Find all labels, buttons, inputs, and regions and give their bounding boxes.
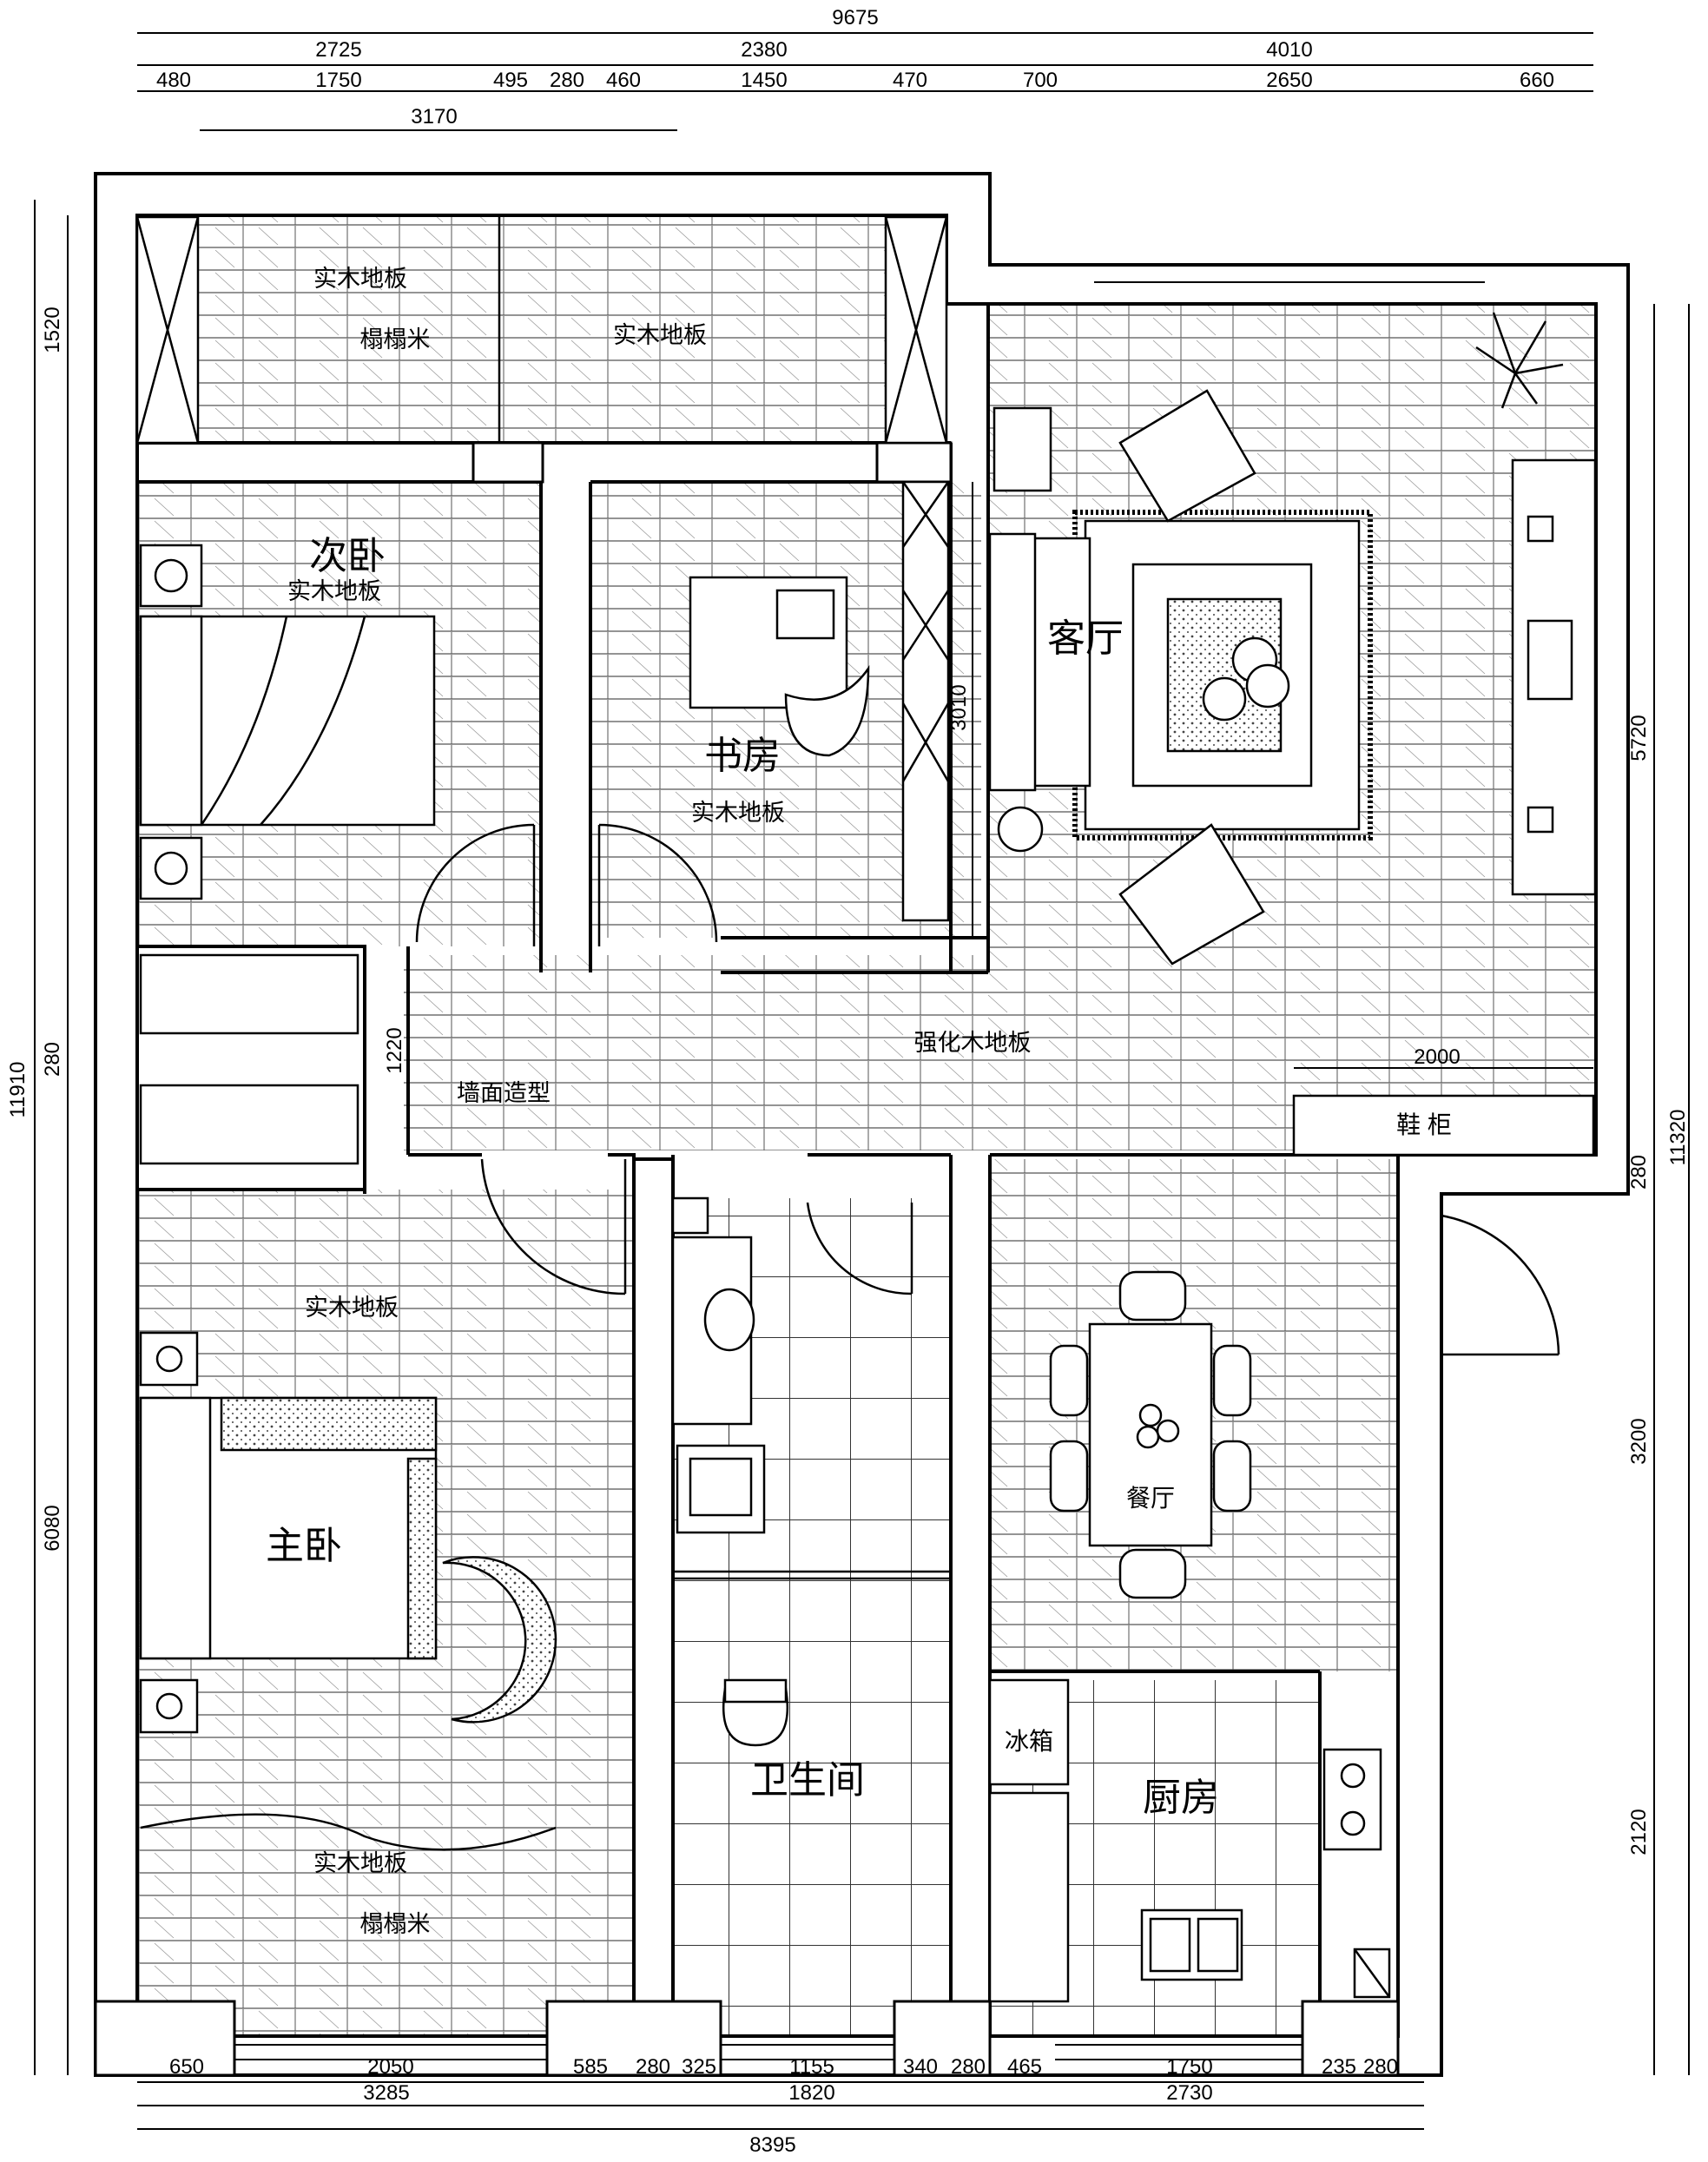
- windows: [234, 264, 1485, 2060]
- floor-label-solid-wood: 实木地板: [691, 800, 785, 826]
- dim-left: 1520: [41, 307, 64, 353]
- floor-label-solid-wood: 实木地板: [613, 322, 707, 348]
- dim-bottom-row1: 280: [1363, 2055, 1398, 2079]
- dim-top-row2: 460: [606, 69, 641, 92]
- doors: [415, 823, 1560, 1356]
- dim-top-row1: 2380: [741, 38, 787, 62]
- label-fridge: 冰箱: [1005, 1728, 1053, 1755]
- dim-bottom-row2: 3285: [363, 2081, 409, 2105]
- label-feature-wall: 墙面造型: [457, 1080, 551, 1106]
- dim-top-row2: 700: [1023, 69, 1058, 92]
- dim-right: 5720: [1627, 715, 1651, 761]
- dim-left: 6080: [41, 1505, 64, 1551]
- dim-top-total: 9675: [832, 6, 878, 30]
- dim-top-row2: 660: [1520, 69, 1554, 92]
- dim-bottom-row1: 235: [1322, 2055, 1356, 2079]
- label-shoe-cabinet: 鞋 柜: [1396, 1111, 1452, 1138]
- room-bathroom: 卫生间: [750, 1759, 865, 1802]
- dim-top-row2: 1750: [315, 69, 361, 92]
- dim-top-row2: 495: [493, 69, 528, 92]
- floor-label-tatami: 榻榻米: [360, 1911, 431, 1937]
- dim-bottom-row1: 1155: [789, 2055, 834, 2079]
- dim-top-row2: 480: [156, 69, 191, 92]
- dim-right: 2120: [1627, 1809, 1651, 1855]
- dimension-lines: [34, 32, 1690, 2130]
- dim-bottom-row2: 2730: [1166, 2081, 1212, 2105]
- dim-right: 11320: [1666, 1110, 1690, 1166]
- dim-top-row2: 2650: [1266, 69, 1312, 92]
- dim-right: 3200: [1627, 1418, 1651, 1464]
- dim-left: 11910: [6, 1062, 30, 1118]
- dim-top-row1: 4010: [1266, 38, 1312, 62]
- dim-bottom-row1: 280: [951, 2055, 986, 2079]
- furniture: [135, 215, 1597, 2003]
- floor-label-solid-wood: 实木地板: [313, 266, 407, 292]
- dim-left: 280: [41, 1042, 64, 1077]
- floor-label-solid-wood: 实木地板: [305, 1295, 399, 1321]
- dim-bottom-row1: 280: [636, 2055, 670, 2079]
- dimensions-top: 9675 2725 2380 4010 480 1750 495 280 460…: [156, 6, 1554, 129]
- dim-top-row2: 280: [550, 69, 584, 92]
- dim-bottom-row1: 585: [573, 2055, 608, 2079]
- dim-interior: 2000: [1414, 1045, 1460, 1069]
- dim-bottom-row1: 325: [682, 2055, 716, 2079]
- dim-bottom-total: 8395: [749, 2133, 795, 2157]
- dim-bottom-row2: 1820: [788, 2081, 834, 2105]
- dim-right: 280: [1627, 1155, 1651, 1190]
- dim-top-row3: 3170: [411, 105, 457, 129]
- dim-bottom-row1: 1750: [1166, 2055, 1212, 2079]
- floor-label-solid-wood: 实木地板: [287, 578, 381, 604]
- dim-bottom-row1: 650: [169, 2055, 204, 2079]
- room-second-bedroom: 次卧: [309, 535, 386, 577]
- dimensions-left: 1520 11910 280 6080: [6, 307, 64, 1551]
- dim-interior: 1220: [383, 1027, 406, 1073]
- room-kitchen: 厨房: [1143, 1776, 1219, 1819]
- room-study: 书房: [704, 735, 781, 777]
- dim-bottom-row1: 465: [1007, 2055, 1042, 2079]
- dimensions-right: 5720 11320 280 3200 2120: [1627, 715, 1690, 1855]
- room-labels: 次卧 书房 客厅 餐厅 主卧 卫生间 厨房 冰箱 鞋 柜 墙面造型: [266, 535, 1452, 1819]
- dim-bottom-row1: 2050: [367, 2055, 413, 2079]
- dim-top-row1: 2725: [315, 38, 361, 62]
- room-dining: 餐厅: [1126, 1485, 1175, 1512]
- dimensions-bottom: 650 2050 585 280 325 1155 340 280 465 17…: [169, 2055, 1398, 2157]
- dimensions-interior: 3010 1220 2000: [383, 684, 1461, 1073]
- dim-top-row2: 470: [893, 69, 927, 92]
- floor-label-laminate: 强化木地板: [914, 1030, 1032, 1056]
- dim-interior: 3010: [947, 684, 971, 730]
- dim-bottom-row1: 340: [903, 2055, 938, 2079]
- floor-label-solid-wood: 实木地板: [313, 1850, 407, 1876]
- floor-labels: 实木地板 榻榻米 实木地板 实木地板 实木地板 强化木地板 实木地板 实木地板 …: [287, 266, 1032, 1937]
- room-master-bedroom: 主卧: [266, 1525, 342, 1567]
- wall-solids: [94, 441, 1400, 2077]
- room-living: 客厅: [1047, 617, 1124, 660]
- floor-label-tatami: 榻榻米: [360, 326, 431, 353]
- dim-top-row2: 1450: [741, 69, 787, 92]
